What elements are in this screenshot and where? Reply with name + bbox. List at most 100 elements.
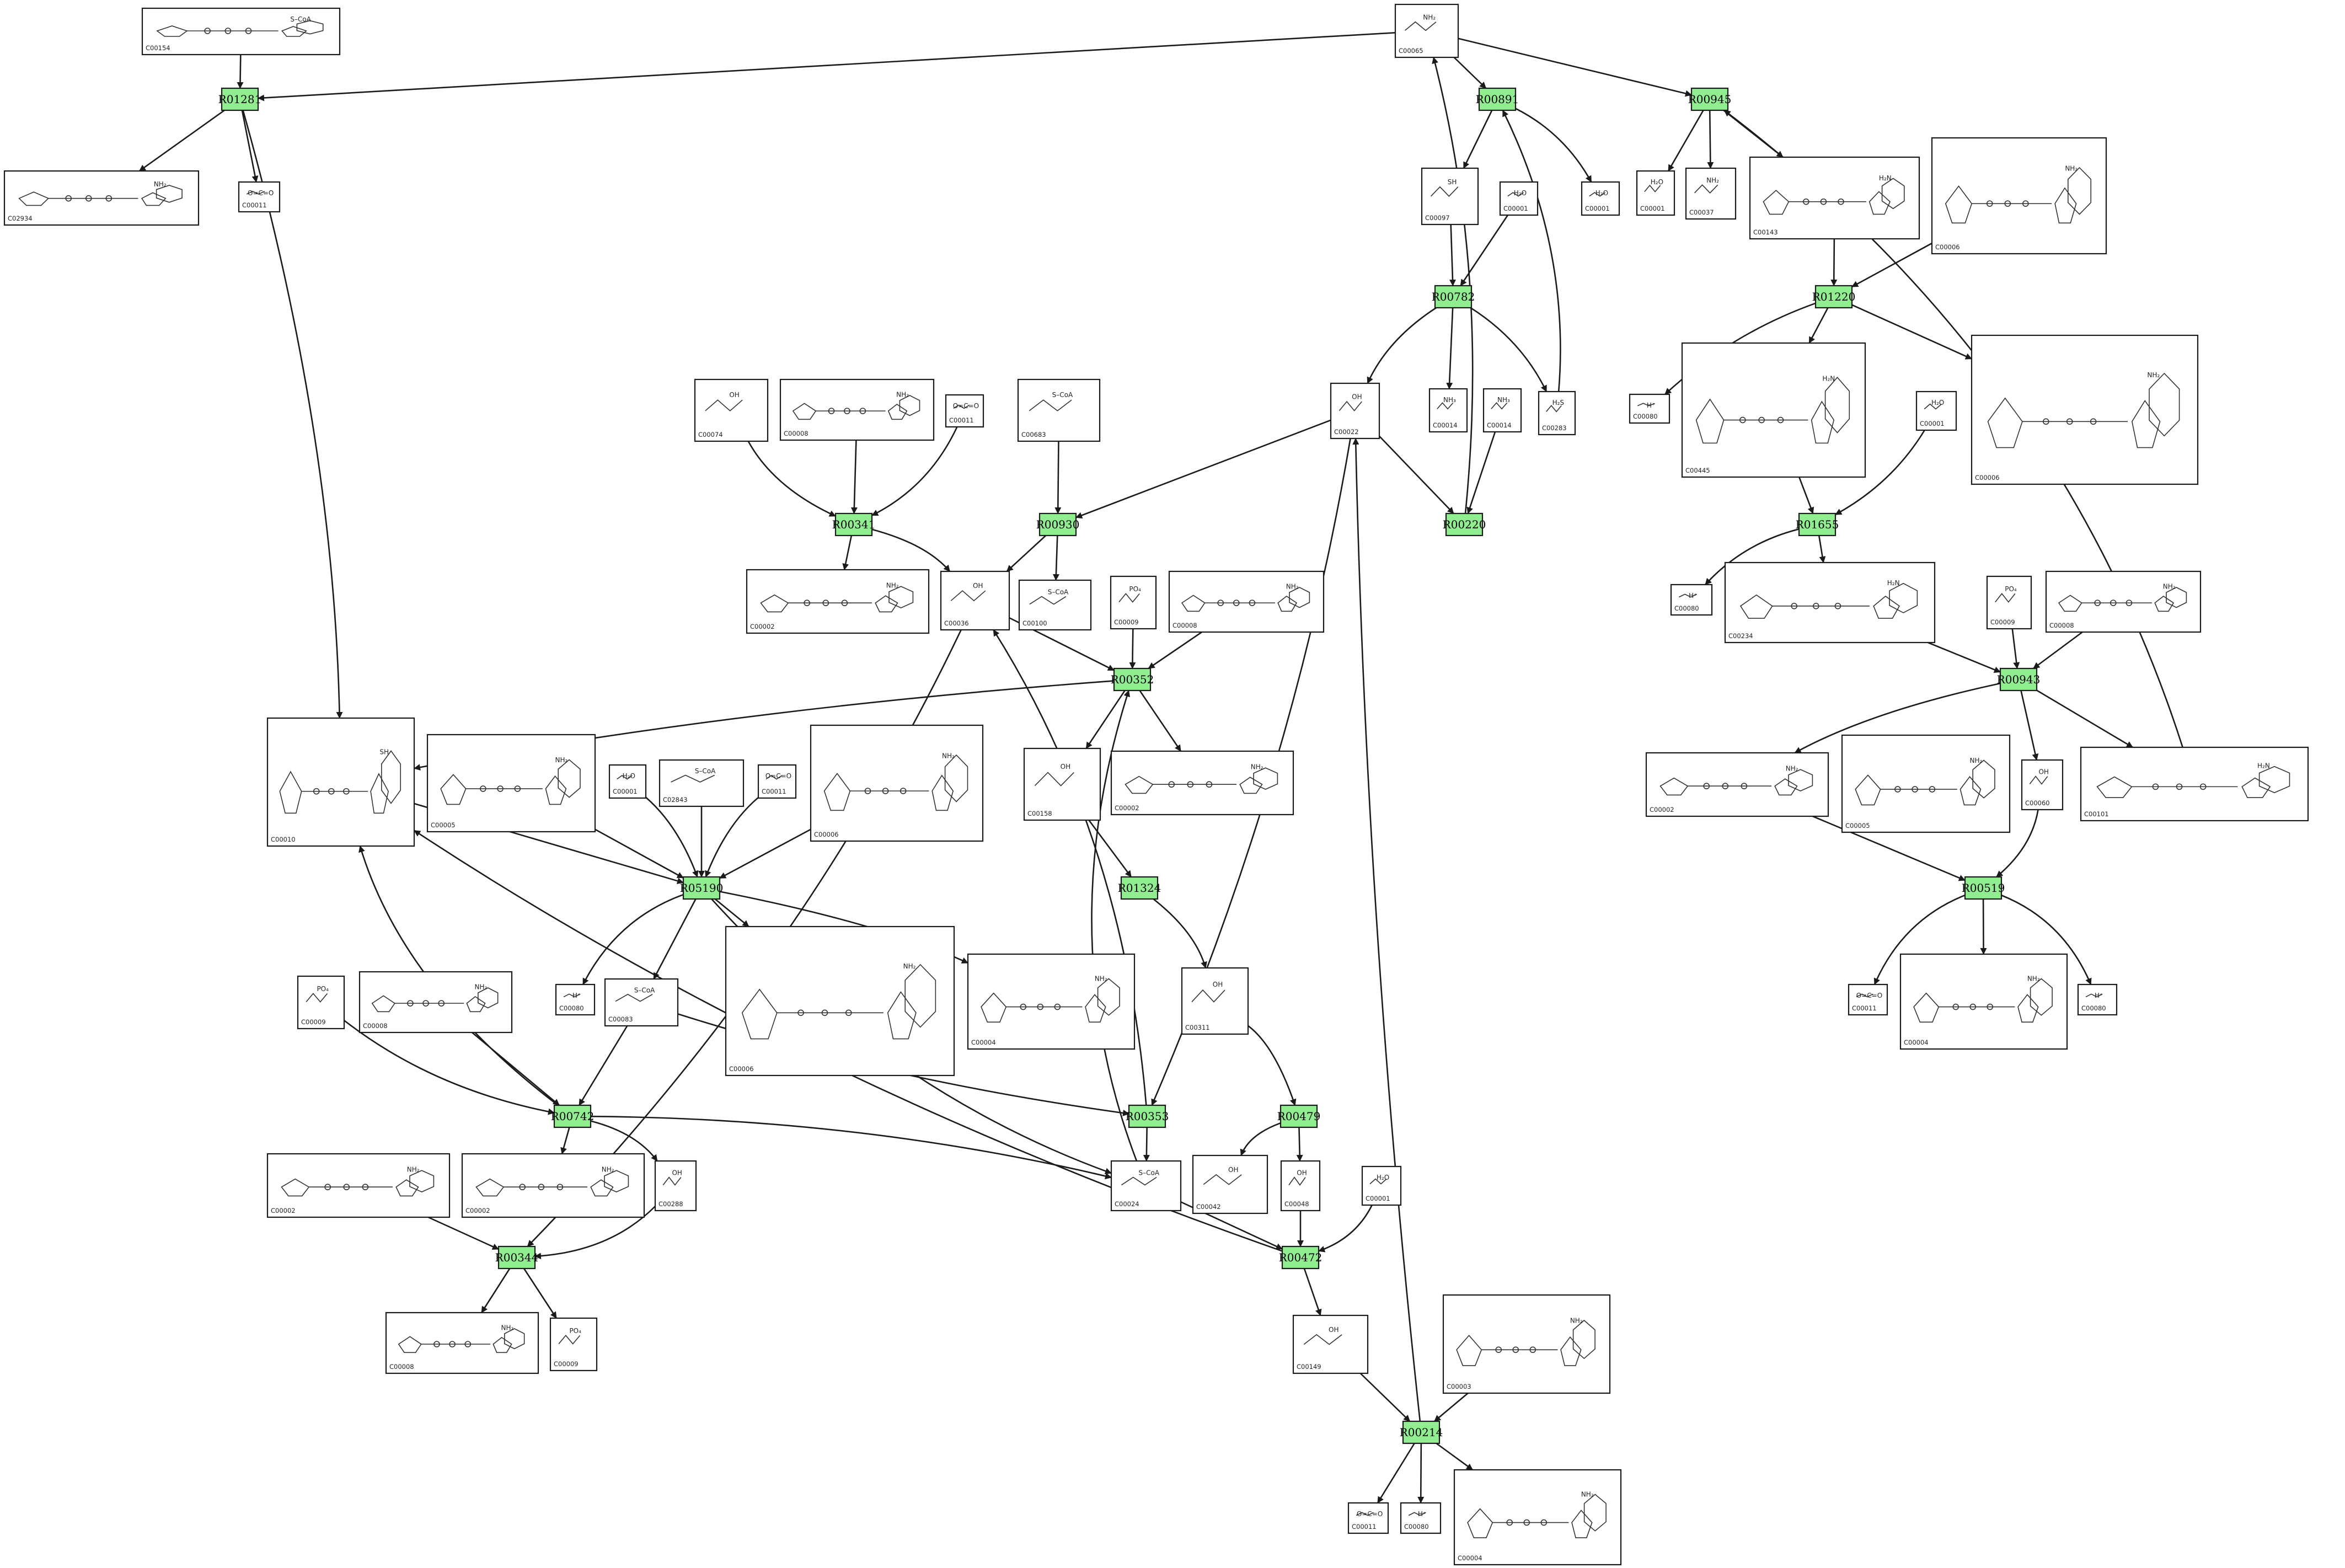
- compound-box: [385, 1312, 539, 1374]
- reaction-r01324[interactable]: R01324: [1118, 876, 1161, 900]
- compound-box: [266, 1153, 451, 1218]
- malonyl-coa-icon: S–CoA: [615, 986, 655, 1002]
- reaction-label: R00742: [551, 1110, 595, 1123]
- structure-annotation: H₂N: [1887, 579, 1900, 587]
- reaction-r01655[interactable]: R01655: [1796, 512, 1839, 537]
- reaction-r00479[interactable]: R00479: [1277, 1104, 1321, 1128]
- compound-c00080[interactable]: H⁺C00080: [1400, 1502, 1442, 1534]
- reaction-r00930[interactable]: R00930: [1036, 512, 1080, 537]
- reaction-r00943[interactable]: R00943: [1997, 667, 2041, 692]
- compound-box: [1749, 156, 1920, 240]
- reaction-r05190[interactable]: R05190: [680, 876, 724, 900]
- reaction-r00353[interactable]: R00353: [1126, 1104, 1169, 1128]
- reaction-r00742[interactable]: R00742: [551, 1104, 595, 1128]
- reaction-box: [1964, 876, 2003, 900]
- reaction-r00344[interactable]: R00344: [495, 1245, 539, 1270]
- reaction-r00945[interactable]: R00945: [1688, 87, 1732, 111]
- compound-c00080[interactable]: H⁺C00080: [1670, 584, 1713, 616]
- reaction-r00782[interactable]: R00782: [1432, 285, 1475, 309]
- reaction-r00220[interactable]: R00220: [1443, 512, 1486, 537]
- reaction-r01281[interactable]: R01281: [218, 87, 262, 111]
- compound-c00080[interactable]: H⁺C00080: [555, 983, 596, 1016]
- edge-R00519-to-c_C00080_d: [2001, 895, 2092, 985]
- compound-c00080[interactable]: H⁺C00080: [2077, 983, 2118, 1016]
- reaction-r00214[interactable]: R00214: [1400, 1420, 1443, 1444]
- reaction-r00352[interactable]: R00352: [1111, 667, 1154, 692]
- reaction-r00341[interactable]: R00341: [832, 512, 876, 537]
- compound-box: [757, 764, 797, 799]
- reaction-r01220[interactable]: R01220: [1812, 285, 1856, 309]
- reaction-r00472[interactable]: R00472: [1279, 1245, 1323, 1270]
- reaction-r00891[interactable]: R00891: [1476, 87, 1519, 111]
- compound-box: [604, 978, 679, 1027]
- reaction-r00519[interactable]: R00519: [1962, 876, 2005, 900]
- compound-c00080[interactable]: H⁺C00080: [1629, 393, 1671, 424]
- atp-icon: NH₂: [281, 1166, 435, 1197]
- edge-c_C00065-to-R00891: [1453, 57, 1487, 89]
